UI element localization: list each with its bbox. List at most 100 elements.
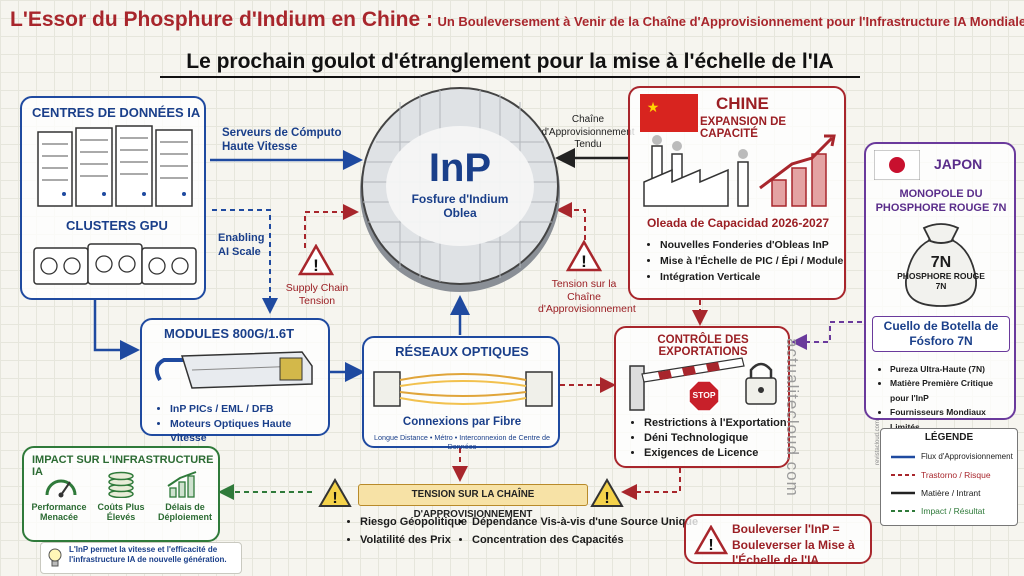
impact-box: IMPACT SUR L'INFRASTRUCTURE IA Performan… bbox=[22, 446, 220, 542]
warning-icon-tension-left: ! bbox=[318, 478, 352, 507]
gpu-clusters-title: CLUSTERS GPU bbox=[66, 218, 168, 233]
list-item: Moteurs Optiques Haute Vitesse bbox=[170, 417, 328, 446]
tagline-underline bbox=[160, 76, 860, 78]
factory-growth-icon bbox=[643, 134, 836, 207]
bag-small: PHOSPHORE ROUGE 7N bbox=[897, 271, 985, 291]
svg-text:★: ★ bbox=[647, 99, 660, 115]
legend-box: LÉGENDE Flux d'Approvisionnement Trastor… bbox=[875, 420, 1018, 526]
list-item: Dépendance Vis-à-vis d'une Source Unique bbox=[472, 514, 698, 532]
japan-subtitle: MONOPOLE DU PHOSPHORE ROUGE 7N bbox=[875, 188, 1007, 214]
fibre-label: Connexions par Fibre bbox=[402, 416, 522, 428]
arrow-export-to-tension bbox=[621, 468, 681, 500]
tagline-wrap: Le prochain goulot d'étranglement pour l… bbox=[150, 50, 870, 78]
modules-title: MODULES 800G/1.6T bbox=[164, 326, 295, 341]
svg-text:!: ! bbox=[313, 256, 319, 275]
china-box: ★ CHINE EXPANSION DE CAPACITÉ Oleada de … bbox=[628, 86, 846, 300]
legend-item-material: Matière / Intrant bbox=[921, 488, 981, 498]
list-item: Matière Première Critique pour l'InP bbox=[890, 376, 1014, 405]
list-item: Restrictions à l'Exportation bbox=[644, 416, 787, 431]
lightbulb-icon bbox=[48, 548, 62, 567]
wafer-line2: Oblea bbox=[443, 206, 477, 220]
legend-title: LÉGENDE bbox=[924, 432, 974, 443]
optical-box: RÉSEAUX OPTIQUES Connexions par Fibre Lo… bbox=[362, 336, 560, 451]
tension-list-right: Dépendance Vis-à-vis d'une Source Unique… bbox=[458, 514, 698, 549]
fibre-detail: Longue Distance • Métro • Interconnexion… bbox=[373, 433, 551, 451]
list-item: Intégration Verticale bbox=[660, 270, 843, 286]
list-item: Volatilité des Prix bbox=[360, 532, 467, 550]
list-item: Déni Technologique bbox=[644, 431, 787, 446]
warning-icon-right: ! bbox=[566, 240, 602, 272]
bag-big: 7N bbox=[930, 254, 952, 271]
svg-text:!: ! bbox=[581, 252, 587, 271]
wafer-symbol: InP bbox=[428, 146, 492, 190]
title-main: L'Essor du Phosphure d'Indium en Chine : bbox=[10, 8, 434, 31]
tension-title: TENSION SUR LA CHAÎNE D'APPROVISIONNEMEN… bbox=[411, 489, 535, 520]
wafer-line1: Fosfure d'Indium bbox=[411, 192, 509, 206]
transceiver-icon bbox=[154, 351, 313, 389]
legend-swatches bbox=[891, 455, 915, 512]
server-racks-icon bbox=[37, 125, 193, 207]
arrow-datacenter-to-modules bbox=[93, 300, 140, 360]
legend-item-risk: Trastorno / Risque bbox=[921, 470, 991, 480]
china-list: Nouvelles Fonderies d'Obleas InP Mise à … bbox=[646, 238, 843, 285]
conclusion-text: Bouleverser l'InP = Bouleverser la Mise … bbox=[732, 522, 855, 568]
list-item: Riesgo Géopolitique bbox=[360, 514, 467, 532]
optical-title: RÉSEAUX OPTIQUES bbox=[395, 344, 529, 359]
warning-icon-conclusion: ! bbox=[694, 525, 728, 555]
list-item: Concentration des Capacités bbox=[472, 532, 698, 550]
japan-list: Pureza Ultra-Haute (7N) Matière Première… bbox=[876, 362, 1014, 434]
japan-flag-icon bbox=[874, 150, 920, 180]
legend-item-supply: Flux d'Approvisionnement bbox=[921, 452, 1013, 461]
tension-chain-label: Tension sur la Chaîne d'Approvisionnemen… bbox=[538, 278, 636, 316]
impact-title: IMPACT SUR L'INFRASTRUCTURE IA bbox=[32, 454, 214, 478]
export-list: Restrictions à l'Exportation Déni Techno… bbox=[630, 416, 787, 462]
title-sub: Un Bouleversement à Venir de la Chaîne d… bbox=[437, 14, 1024, 29]
coins-icon bbox=[108, 471, 134, 498]
watermark: actualitecloud.com bbox=[783, 338, 802, 497]
arrow-supply-tension-right bbox=[556, 202, 586, 240]
barrier-lock-icon bbox=[629, 357, 777, 411]
impact-item-performance: Performance Menacée bbox=[31, 502, 87, 523]
list-item: Nouvelles Fonderies d'Obleas InP bbox=[660, 238, 843, 254]
china-subtitle: EXPANSION DE CAPACITÉ bbox=[700, 116, 787, 140]
datacenters-title: CENTRES DE DONNÉES IA bbox=[32, 105, 201, 120]
tension-list-left: Riesgo Géopolitique Volatilité des Prix bbox=[346, 514, 467, 549]
impact-item-costs: Coûts Plus Élevés bbox=[97, 502, 145, 523]
svg-text:!: ! bbox=[708, 537, 713, 554]
supply-chain-tension-label: Supply Chain Tension bbox=[285, 282, 349, 307]
list-item: Exigences de Licence bbox=[644, 446, 787, 461]
list-item: Fournisseurs Mondiaux Limités bbox=[890, 405, 1014, 434]
bottleneck-box: Cuello de Botella de Fósforo 7N bbox=[872, 316, 1010, 352]
arrow-japan-to-export bbox=[791, 321, 862, 350]
servers-label: Serveurs de Cómputo Haute Vitesse bbox=[222, 127, 342, 154]
warning-icon-left: ! bbox=[298, 244, 334, 276]
tension-banner: TENSION SUR LA CHAÎNE D'APPROVISIONNEMEN… bbox=[358, 484, 588, 520]
fiber-link-icon bbox=[373, 371, 553, 407]
growth-chart-icon bbox=[167, 471, 197, 498]
gauge-icon bbox=[45, 479, 77, 498]
stop-label: STOP bbox=[692, 390, 716, 400]
china-title: CHINE bbox=[716, 94, 769, 113]
warning-icon-tension-right: ! bbox=[590, 478, 624, 507]
gpu-cards-icon bbox=[33, 243, 197, 285]
conclusion-box: ! Bouleverser l'InP = Bouleverser la Mis… bbox=[684, 514, 872, 567]
enabling-label: Enabling AI Scale bbox=[218, 232, 265, 258]
tagline: Le prochain goulot d'étranglement pour l… bbox=[186, 50, 834, 73]
impact-note: L'InP permet la vitesse et l'efficacité … bbox=[40, 542, 242, 574]
impact-item-delays: Délais de Déploiement bbox=[157, 502, 212, 523]
china-flag-icon: ★ bbox=[640, 94, 698, 132]
title-bar: L'Essor du Phosphure d'Indium en Chine :… bbox=[10, 8, 1024, 32]
bag-label: 7N PHOSPHORE ROUGE 7N bbox=[896, 254, 986, 292]
stop-sign-icon bbox=[688, 380, 720, 412]
arrow-supply-tension-left bbox=[304, 204, 359, 248]
export-box: CONTRÔLE DES EXPORTATIONS STOP Restricti… bbox=[614, 326, 790, 468]
chain-tendu-label: Chaîne d'Approvisionnement Tendu bbox=[541, 114, 635, 150]
legend-item-impact: Impact / Résultat bbox=[921, 506, 985, 516]
phosphorus-bag-icon bbox=[905, 223, 977, 307]
japan-box: JAPON MONOPOLE DU PHOSPHORE ROUGE 7N 7N … bbox=[864, 142, 1016, 432]
wafer-label: InP Fosfure d'Indium Oblea bbox=[380, 148, 540, 220]
modules-list: InP PICs / EML / DFB Moteurs Optiques Ha… bbox=[156, 402, 328, 446]
inp-wafer-icon bbox=[360, 87, 560, 292]
list-item: Mise à l'Échelle de PIC / Épi / Module bbox=[660, 254, 843, 270]
modules-box: MODULES 800G/1.6T InP PICs / EML / DFB M… bbox=[140, 318, 330, 444]
